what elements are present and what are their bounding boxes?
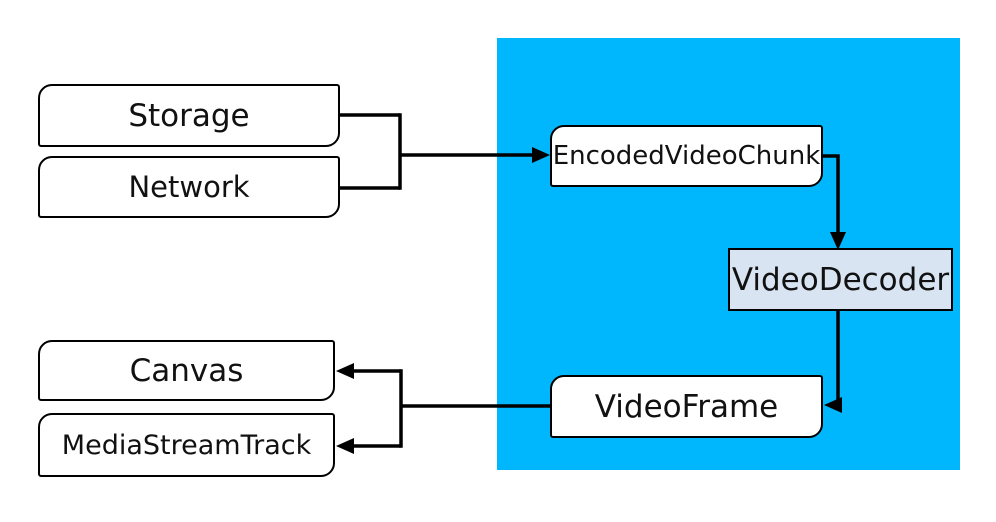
arrowhead-into-canvas <box>336 363 354 379</box>
node-label: EncodedVideoChunk <box>552 141 821 171</box>
node-label: VideoDecoder <box>731 261 950 298</box>
node-mediastreamtrack: MediaStreamTrack <box>38 413 335 477</box>
node-storage: Storage <box>38 84 340 147</box>
node-network: Network <box>38 156 340 218</box>
node-label: Network <box>128 170 250 204</box>
node-label: MediaStreamTrack <box>61 429 312 461</box>
arrowhead-into-mediastream <box>336 438 354 454</box>
node-encodedvideochunk: EncodedVideoChunk <box>550 125 823 187</box>
node-label: VideoFrame <box>594 388 779 425</box>
node-canvas: Canvas <box>38 340 335 401</box>
node-label: Storage <box>128 97 250 134</box>
node-videoframe: VideoFrame <box>550 375 823 438</box>
node-label: Canvas <box>129 352 244 389</box>
node-videodecoder: VideoDecoder <box>728 248 953 311</box>
